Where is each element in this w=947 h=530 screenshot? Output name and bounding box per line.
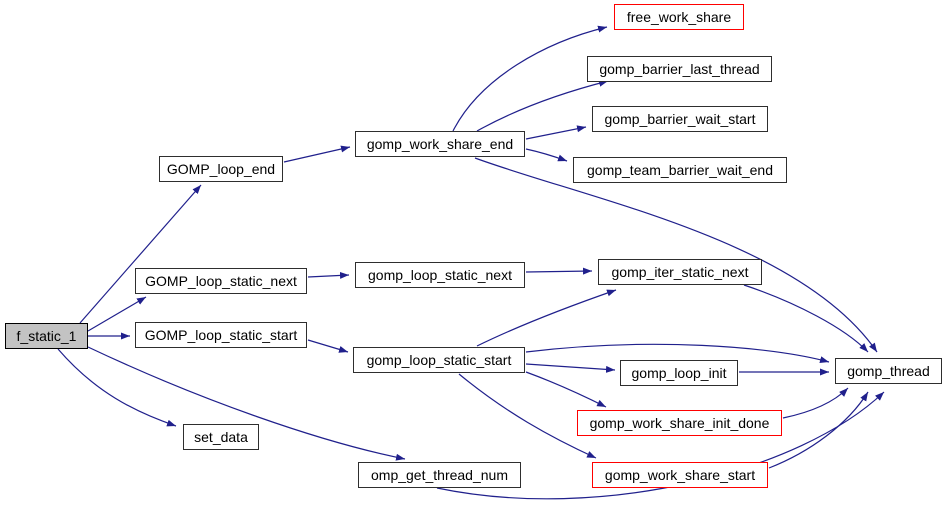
node-gomp-barrier-last-thread[interactable]: gomp_barrier_last_thread bbox=[587, 56, 772, 82]
node-set-data[interactable]: set_data bbox=[183, 424, 259, 450]
edge-gomp-work-share-end-to-gomp-thread bbox=[474, 157, 878, 353]
node-gomp-loop-static-start[interactable]: gomp_loop_static_start bbox=[353, 347, 525, 373]
edge-f-static-1-to-gomp-caps-loop-end bbox=[79, 184, 202, 324]
edge-gomp-loop-static-next-to-gomp-iter-static-next bbox=[525, 267, 593, 275]
edge-gomp-caps-loop-static-next-to-gomp-loop-static-next bbox=[307, 271, 350, 279]
edge-gomp-work-share-end-to-free-work-share bbox=[452, 25, 608, 132]
edge-f-static-1-to-gomp-caps-loop-static-next bbox=[87, 296, 147, 332]
edge-gomp-work-share-end-to-gomp-barrier-last-thread bbox=[476, 79, 609, 132]
node-free-work-share[interactable]: free_work_share bbox=[614, 4, 744, 30]
node-gomp-caps-loop-static-start[interactable]: GOMP_loop_static_start bbox=[135, 322, 307, 348]
edge-gomp-loop-static-start-to-gomp-iter-static-next bbox=[476, 289, 617, 347]
node-f-static-1: f_static_1 bbox=[5, 323, 88, 349]
edge-gomp-loop-static-start-to-gomp-work-share-start bbox=[458, 373, 597, 459]
edge-gomp-loop-static-start-to-gomp-loop-init bbox=[525, 363, 616, 373]
edge-gomp-work-share-end-to-gomp-team-barrier-wait-end bbox=[525, 148, 568, 162]
edge-gomp-work-share-end-to-gomp-barrier-wait-start bbox=[525, 125, 587, 140]
node-gomp-iter-static-next[interactable]: gomp_iter_static_next bbox=[598, 259, 762, 285]
node-gomp-barrier-wait-start[interactable]: gomp_barrier_wait_start bbox=[592, 106, 768, 132]
edge-gomp-loop-static-start-to-gomp-work-share-init-done bbox=[525, 371, 607, 408]
node-gomp-loop-static-next[interactable]: gomp_loop_static_next bbox=[355, 262, 525, 288]
node-gomp-loop-init[interactable]: gomp_loop_init bbox=[620, 360, 738, 386]
edge-gomp-caps-loop-static-start-to-gomp-loop-static-start bbox=[307, 339, 349, 353]
edge-gomp-caps-loop-end-to-gomp-work-share-end bbox=[283, 145, 351, 163]
node-gomp-caps-loop-static-next[interactable]: GOMP_loop_static_next bbox=[135, 268, 307, 294]
edge-f-static-1-to-set-data bbox=[57, 348, 177, 427]
node-gomp-work-share-end[interactable]: gomp_work_share_end bbox=[355, 131, 525, 157]
edge-f-static-1-to-omp-get-thread-num bbox=[87, 346, 406, 461]
node-gomp-caps-loop-end[interactable]: GOMP_loop_end bbox=[159, 156, 283, 182]
edge-gomp-loop-static-start-to-gomp-thread bbox=[525, 343, 830, 364]
node-gomp-thread[interactable]: gomp_thread bbox=[835, 358, 942, 384]
node-gomp-work-share-start[interactable]: gomp_work_share_start bbox=[592, 462, 768, 488]
node-omp-get-thread-num[interactable]: omp_get_thread_num bbox=[358, 462, 521, 488]
edge-gomp-work-share-init-done-to-gomp-thread bbox=[782, 387, 849, 419]
node-gomp-team-barrier-wait-end[interactable]: gomp_team_barrier_wait_end bbox=[573, 157, 787, 183]
edge-gomp-work-share-start-to-gomp-thread bbox=[768, 391, 869, 469]
edge-gomp-iter-static-next-to-gomp-thread bbox=[743, 284, 869, 353]
node-gomp-work-share-init-done[interactable]: gomp_work_share_init_done bbox=[577, 410, 782, 436]
